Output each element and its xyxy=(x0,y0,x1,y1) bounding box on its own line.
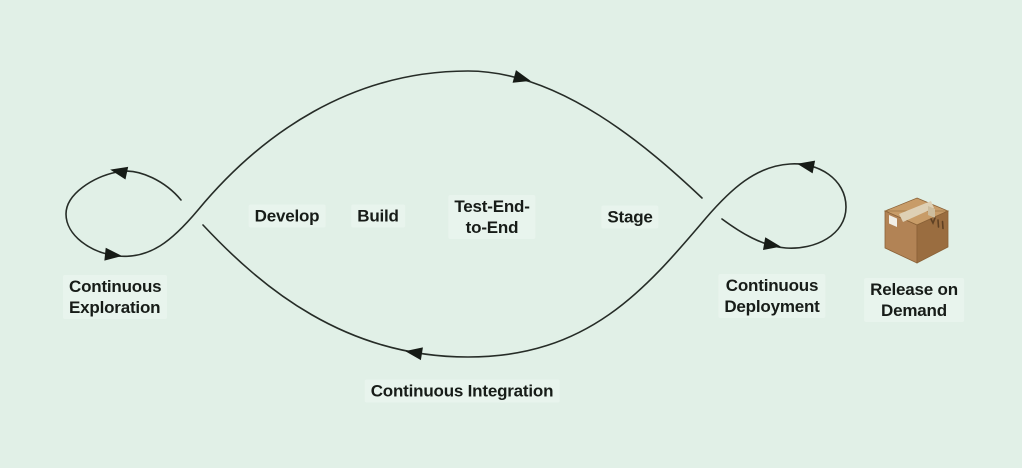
deployment-loop-and-bottom-arc-path xyxy=(202,163,847,358)
stage-label-test-end-to-end: Test-End- to-End xyxy=(448,195,536,239)
flow-arrow-bottom-arc xyxy=(405,347,423,361)
package-box-icon xyxy=(883,197,950,264)
stage-label-develop: Develop xyxy=(248,204,326,228)
package-box-markings xyxy=(930,217,944,230)
package-box-tape xyxy=(899,201,934,222)
loop-label-continuous-integration: Continuous Integration xyxy=(364,379,560,403)
loop-label-continuous-exploration: Continuous Exploration xyxy=(63,275,168,319)
package-box-tape-side xyxy=(928,206,935,218)
package-box-side-face xyxy=(916,210,949,264)
flow-arrow-deployment-bottom xyxy=(762,237,781,251)
package-box-shipping-label xyxy=(889,215,897,227)
loop-label-continuous-deployment: Continuous Deployment xyxy=(718,274,826,318)
flow-arrow-exploration-top xyxy=(110,166,129,180)
flow-arrow-top-arc xyxy=(512,70,531,83)
exploration-loop-and-top-arc-path xyxy=(65,70,703,258)
flow-arrow-deployment-top xyxy=(797,160,816,174)
stage-label-build: Build xyxy=(351,204,405,228)
release-on-demand-label: Release on Demand xyxy=(864,278,964,322)
flow-arrow-exploration-bottom xyxy=(104,247,122,261)
stage-label-stage: Stage xyxy=(601,205,659,229)
